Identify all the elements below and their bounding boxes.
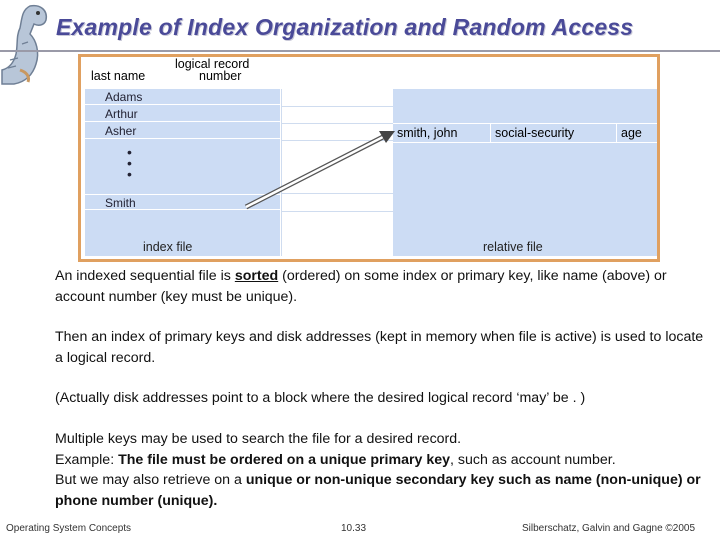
- paragraph-multiple-keys: Multiple keys may be used to search the …: [55, 431, 701, 509]
- index-row-smith: Smith: [85, 194, 280, 210]
- relative-file-table: smith, john social-security age: [393, 89, 657, 256]
- paragraph-indexed-sequential: An indexed sequential file is sorted (or…: [55, 268, 667, 305]
- field-age: age: [621, 126, 642, 140]
- header-number: number: [199, 69, 242, 83]
- dinosaur-logo-icon: [1, 4, 48, 85]
- index-row-asher: Asher: [85, 123, 280, 139]
- header-last-name: last name: [91, 69, 146, 83]
- header-logical-record: logical record: [175, 57, 250, 71]
- record-number-column: [281, 89, 394, 256]
- index-file-label: index file: [143, 240, 193, 254]
- index-row-arthur: Arthur: [85, 106, 280, 122]
- paragraph-index-of-keys: Then an index of primary keys and disk a…: [55, 329, 704, 366]
- relative-file-label: relative file: [483, 240, 543, 254]
- footer-copyright: Silberschatz, Galvin and Gagne ©2005: [522, 523, 696, 534]
- sorted-emphasis: sorted: [234, 268, 279, 284]
- slide-title: Example of Index Organization and Random…: [56, 14, 634, 40]
- footer-course: Operating System Concepts: [6, 523, 132, 534]
- index-organization-figure: last name logical record number Adams Ar…: [78, 54, 660, 262]
- paragraph-disk-addresses: (Actually disk addresses point to a bloc…: [55, 390, 586, 406]
- index-row-adams: Adams: [85, 89, 280, 105]
- title-divider: [0, 50, 720, 52]
- relative-file-record-row: smith, john social-security age: [393, 123, 657, 143]
- index-pointer-arrow: [244, 131, 395, 210]
- footer-page-number: 10.33: [341, 523, 367, 534]
- field-name: smith, john: [393, 124, 491, 142]
- index-file-table: Adams Arthur Asher • • • Smith: [85, 89, 280, 256]
- index-ellipsis: • • •: [127, 144, 132, 182]
- field-social-security: social-security: [491, 124, 617, 142]
